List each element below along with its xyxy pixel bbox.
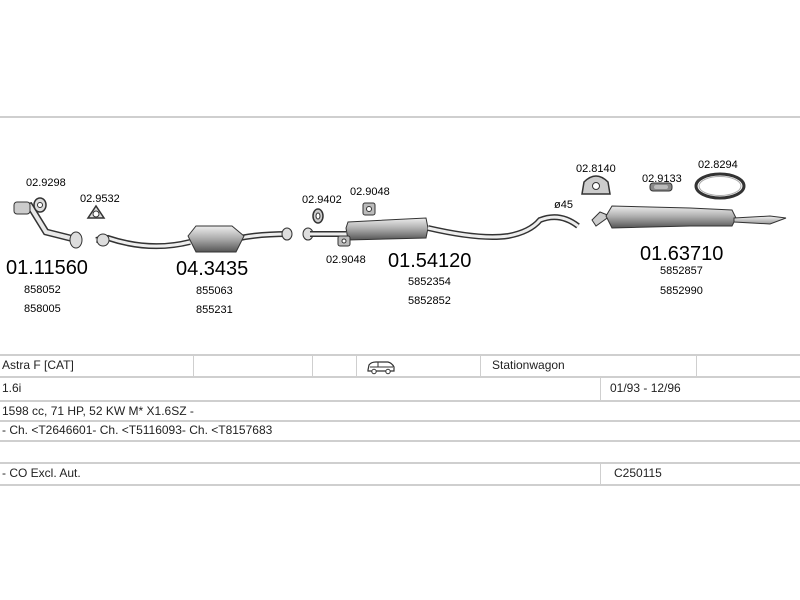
table-rule bbox=[0, 484, 800, 486]
label-pipe-diameter: ø45 bbox=[554, 199, 573, 211]
chassis-numbers: - Ch. <T2646601- Ch. <T5116093- Ch. <T81… bbox=[2, 423, 273, 437]
label-ref: 858005 bbox=[24, 303, 61, 315]
table-rule bbox=[0, 440, 800, 442]
table-rule bbox=[0, 462, 800, 464]
production-dates: 01/93 - 12/96 bbox=[610, 381, 681, 395]
part-flange-gasket[interactable] bbox=[33, 197, 47, 213]
top-rule bbox=[0, 116, 800, 118]
label-ref: 5852852 bbox=[408, 295, 451, 307]
engine: 1.6i bbox=[2, 381, 22, 395]
part-labels: 02.9298 02.9532 01.11560 858052 858005 0… bbox=[6, 159, 738, 316]
label-code: 02.8140 bbox=[576, 163, 616, 175]
label-ref: 5852990 bbox=[660, 285, 703, 297]
part-hanger-bracket[interactable] bbox=[581, 175, 611, 195]
model-name: Astra F [CAT] bbox=[2, 358, 74, 372]
table-rule bbox=[0, 400, 800, 402]
col-divider bbox=[480, 354, 481, 376]
label-code: 04.3435 bbox=[176, 258, 248, 280]
label-ref: 855231 bbox=[196, 304, 233, 316]
fitment-note: - CO Excl. Aut. bbox=[2, 466, 81, 480]
part-triangle-gasket[interactable] bbox=[86, 204, 106, 219]
col-divider bbox=[312, 354, 313, 376]
label-code: 02.9298 bbox=[26, 177, 66, 189]
table-rule bbox=[0, 420, 800, 422]
part-front-pipe[interactable] bbox=[13, 201, 83, 249]
col-divider bbox=[696, 354, 697, 376]
col-divider bbox=[600, 376, 601, 400]
label-ref: 855063 bbox=[196, 285, 233, 297]
part-rubber-mount-lower[interactable] bbox=[337, 235, 351, 247]
part-middle-muffler[interactable] bbox=[302, 214, 580, 241]
label-code: 01.63710 bbox=[640, 243, 723, 265]
engine-specs: 1598 cc, 71 HP, 52 KW M* X1.6SZ - bbox=[2, 404, 194, 418]
label-code: 01.54120 bbox=[388, 250, 471, 272]
label-code: 02.8294 bbox=[698, 159, 738, 171]
label-code: 02.9048 bbox=[350, 186, 390, 198]
part-rubber-strip[interactable] bbox=[649, 182, 673, 192]
label-code: 02.9532 bbox=[80, 193, 120, 205]
part-ring-clamp[interactable] bbox=[694, 172, 746, 200]
label-ref: 5852857 bbox=[660, 265, 703, 277]
label-code: 01.11560 bbox=[6, 257, 88, 279]
body-type: Stationwagon bbox=[492, 358, 565, 372]
col-divider bbox=[193, 354, 194, 376]
col-divider bbox=[356, 354, 357, 376]
col-divider bbox=[600, 462, 601, 484]
table-rule bbox=[0, 354, 800, 356]
part-rubber-mount-upper[interactable] bbox=[362, 202, 376, 216]
label-code: 02.9133 bbox=[642, 173, 682, 185]
label-code: 02.9048 bbox=[326, 254, 366, 266]
table-rule bbox=[0, 376, 800, 378]
label-code: 02.9402 bbox=[302, 194, 342, 206]
part-clamp[interactable] bbox=[312, 208, 324, 224]
label-ref: 858052 bbox=[24, 284, 61, 296]
car-van-icon bbox=[367, 361, 395, 375]
part-catalytic-converter[interactable] bbox=[95, 225, 293, 253]
label-ref: 5852354 bbox=[408, 276, 451, 288]
catalog-code: C250115 bbox=[614, 466, 662, 480]
part-rear-muffler[interactable] bbox=[591, 205, 787, 229]
